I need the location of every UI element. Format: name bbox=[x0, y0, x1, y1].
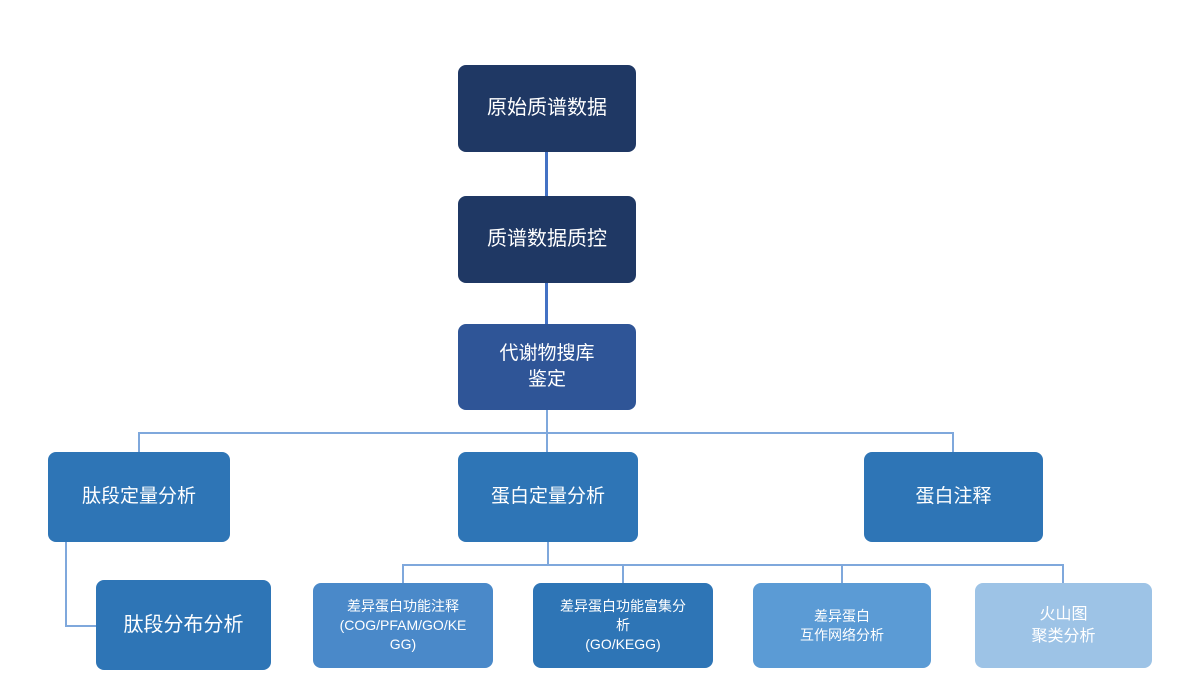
connector-drop-volcano-cluster bbox=[1062, 564, 1064, 583]
connector-drop-protein-quant bbox=[546, 432, 548, 452]
node-peptide-quantification: 肽段定量分析 bbox=[48, 452, 230, 542]
connector-peptide-elbow-vertical bbox=[65, 542, 67, 627]
node-db-search-identification: 代谢物搜库 鉴定 bbox=[458, 324, 636, 410]
connector-drop-func-annotation bbox=[402, 564, 404, 583]
node-protein-annotation: 蛋白注释 bbox=[864, 452, 1043, 542]
connector-drop-func-enrichment bbox=[622, 564, 624, 583]
connector-peptide-elbow-horizontal bbox=[65, 625, 96, 627]
connector-search-stub bbox=[546, 410, 548, 433]
node-raw-ms-data: 原始质谱数据 bbox=[458, 65, 636, 152]
connector-raw-to-qc bbox=[545, 152, 548, 196]
node-diff-protein-ppi-network: 差异蛋白 互作网络分析 bbox=[753, 583, 931, 668]
connector-drop-ppi-network bbox=[841, 564, 843, 583]
connector-drop-peptide-quant bbox=[138, 432, 140, 452]
node-protein-quantification: 蛋白定量分析 bbox=[458, 452, 638, 542]
node-ms-data-qc: 质谱数据质控 bbox=[458, 196, 636, 283]
node-diff-protein-func-annotation: 差异蛋白功能注释 (COG/PFAM/GO/KE GG) bbox=[313, 583, 493, 668]
connector-qc-to-search bbox=[545, 283, 548, 324]
connector-protein-quant-stub bbox=[547, 542, 549, 565]
node-diff-protein-func-enrichment: 差异蛋白功能富集分 析 (GO/KEGG) bbox=[533, 583, 713, 668]
connector-drop-protein-annot bbox=[952, 432, 954, 452]
connector-tier2-horizontal bbox=[402, 564, 1064, 566]
node-volcano-cluster-analysis: 火山图 聚类分析 bbox=[975, 583, 1152, 668]
node-peptide-distribution: 肽段分布分析 bbox=[96, 580, 271, 670]
